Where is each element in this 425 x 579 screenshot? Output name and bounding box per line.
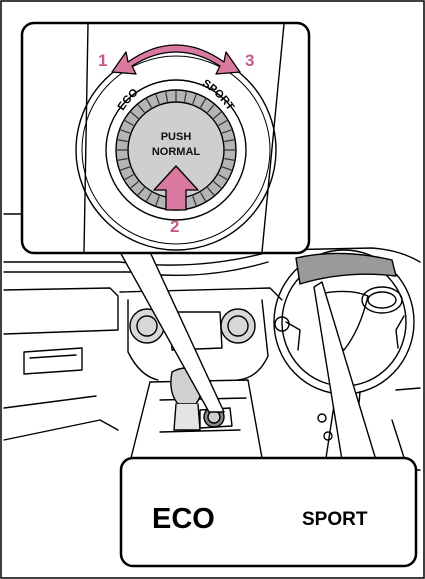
normal-label: NORMAL (152, 146, 201, 158)
callout-2: 2 (170, 217, 179, 236)
push-label: PUSH (161, 131, 192, 143)
eco-mode-indicator: ECO (152, 503, 215, 535)
callout-3: 3 (245, 51, 254, 70)
callout-1: 1 (98, 51, 107, 70)
dial-inset: ECO SPORT PUSH NORMAL 1 3 2 (22, 23, 309, 253)
mode-display-box: ECO SPORT (121, 458, 416, 566)
sport-mode-indicator: SPORT (302, 509, 368, 530)
